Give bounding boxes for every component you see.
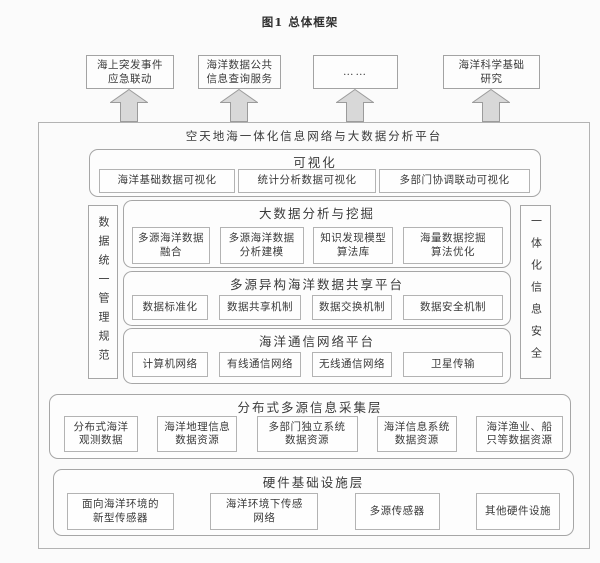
hardware-items-row: 面向海洋环境的 新型传感器 海洋环境下传感 网络 多源传感器 其他硬件设施 (67, 493, 560, 530)
bigdata-items-row: 多源海洋数据 融合 多源海洋数据 分析建模 知识发现模型 算法库 海量数据挖掘 … (132, 227, 503, 264)
output-box-ellipsis: …… (313, 55, 398, 89)
bigdata-item-algo-optimize: 海量数据挖掘 算法优化 (402, 227, 503, 264)
collection-item-observation: 分布式海洋 观测数据 (64, 416, 138, 452)
bigdata-item-modeling: 多源海洋数据 分析建模 (219, 227, 304, 264)
hardware-item-new-sensors: 面向海洋环境的 新型传感器 (67, 493, 174, 530)
rail-data-management-standard: 数据统一管理规范 (88, 205, 118, 379)
network-item-computer: 计算机网络 (132, 352, 208, 377)
section-collection-title: 分布式多源信息采集层 (237, 400, 383, 415)
network-items-row: 计算机网络 有线通信网络 无线通信网络 卫星传输 (132, 352, 503, 377)
section-bigdata-mining: 大数据分析与挖掘 多源海洋数据 融合 多源海洋数据 分析建模 知识发现模型 算法… (123, 200, 511, 268)
section-comm-network: 海洋通信网络平台 计算机网络 有线通信网络 无线通信网络 卫星传输 (123, 328, 511, 384)
hardware-item-multisource-sensors: 多源传感器 (354, 493, 440, 530)
hardware-item-sensor-network: 海洋环境下传感 网络 (210, 493, 319, 530)
collection-item-fishery-vessels: 海洋渔业、船 只等数据资源 (476, 416, 563, 452)
section-data-sharing: 多源异构海洋数据共享平台 数据标准化 数据共享机制 数据交换机制 数据安全机制 (123, 271, 511, 326)
vis-item-basic-data: 海洋基础数据可视化 (99, 169, 235, 193)
network-item-wired: 有线通信网络 (219, 352, 301, 377)
section-network-title: 海洋通信网络平台 (258, 334, 375, 349)
bigdata-item-knowledge-lib: 知识发现模型 算法库 (313, 227, 394, 264)
up-arrow-icon (220, 89, 258, 122)
figure-title: 图1 总体框架 (261, 15, 339, 29)
section-hardware-title: 硬件基础设施层 (262, 475, 365, 490)
sharing-item-exchange-mechanism: 数据交换机制 (312, 295, 392, 320)
sharing-items-row: 数据标准化 数据共享机制 数据交换机制 数据安全机制 (132, 295, 503, 320)
section-visualization-title: 可视化 (293, 155, 337, 170)
collection-item-geographic: 海洋地理信息 数据资源 (157, 416, 238, 452)
network-item-wireless: 无线通信网络 (312, 352, 392, 377)
up-arrow-icon (336, 89, 374, 122)
section-sharing-title: 多源异构海洋数据共享平台 (229, 277, 404, 292)
platform-container: 空天地海一体化信息网络与大数据分析平台 可视化 海洋基础数据可视化 统计分析数据… (38, 122, 590, 549)
sharing-item-share-mechanism: 数据共享机制 (219, 295, 301, 320)
section-visualization: 可视化 海洋基础数据可视化 统计分析数据可视化 多部门协调联动可视化 (89, 149, 541, 197)
output-box-query-service: 海洋数据公共 信息查询服务 (198, 55, 281, 89)
section-hardware-layer: 硬件基础设施层 面向海洋环境的 新型传感器 海洋环境下传感 网络 多源传感器 其… (53, 469, 574, 536)
hardware-item-other-facilities: 其他硬件设施 (475, 493, 560, 530)
up-arrow-icon (472, 89, 510, 122)
up-arrow-icon (110, 89, 148, 122)
output-box-emergency: 海上突发事件 应急联动 (86, 55, 174, 89)
rail-integrated-info-security: 一体化信息安全 (520, 205, 551, 379)
bigdata-item-fusion: 多源海洋数据 融合 (132, 227, 210, 264)
section-bigdata-title: 大数据分析与挖掘 (258, 206, 375, 221)
collection-item-info-systems: 海洋信息系统 数据资源 (376, 416, 457, 452)
section-collection-layer: 分布式多源信息采集层 分布式海洋 观测数据 海洋地理信息 数据资源 多部门独立系… (49, 394, 571, 459)
collection-item-dept-systems: 多部门独立系统 数据资源 (256, 416, 358, 452)
sharing-item-security-mechanism: 数据安全机制 (403, 295, 503, 320)
network-item-satellite: 卫星传输 (403, 352, 503, 377)
visualization-items-row: 海洋基础数据可视化 统计分析数据可视化 多部门协调联动可视化 (99, 169, 530, 193)
vis-item-coordination: 多部门协调联动可视化 (379, 169, 530, 193)
vis-item-statistics: 统计分析数据可视化 (238, 169, 376, 193)
collection-items-row: 分布式海洋 观测数据 海洋地理信息 数据资源 多部门独立系统 数据资源 海洋信息… (64, 416, 563, 452)
sharing-item-standardization: 数据标准化 (132, 295, 208, 320)
output-box-research: 海洋科学基础 研究 (443, 55, 540, 89)
platform-title: 空天地海一体化信息网络与大数据分析平台 (185, 129, 443, 143)
